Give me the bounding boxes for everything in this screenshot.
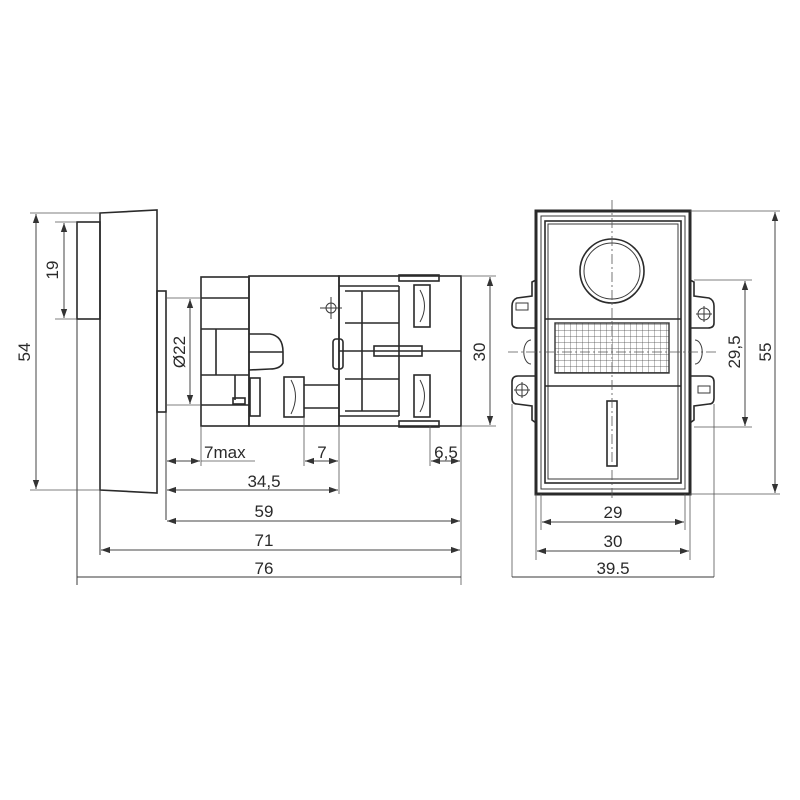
dim-label-overall-width: 39.5 (596, 559, 629, 578)
dim-label-mounting-pitch: 29,5 (725, 335, 744, 368)
dim-label-overall-depth: 76 (255, 559, 274, 578)
side-view: 54 19 Ø22 30 7max 7 6,5 34,5 59 71 76 (15, 209, 496, 585)
dim-label-overall-height: 55 (756, 343, 775, 362)
contact-housing (248, 275, 344, 427)
dim-label-contact-gap: 7 (317, 443, 326, 462)
dim-label-contact-block-height: 30 (470, 343, 489, 362)
dim-label-end-offset: 6,5 (434, 443, 458, 462)
dim-label-body-width: 30 (604, 532, 623, 551)
button-head (76, 209, 158, 585)
dim-label-button-height: 19 (43, 261, 62, 280)
contact-block (338, 274, 462, 428)
dim-label-front-depth: 34,5 (247, 472, 280, 491)
dim-label-total-height: 54 (15, 343, 34, 362)
dim-label-depth-without-head: 71 (255, 531, 274, 550)
dim-label-inner-width: 29 (604, 503, 623, 522)
dim-label-thread-diameter: Ø22 (170, 336, 189, 368)
mounting-ear-left (511, 279, 537, 424)
front-view: 55 29,5 29 30 39.5 (508, 200, 780, 578)
actuator-body (200, 276, 250, 427)
front-frame (534, 209, 692, 496)
dim-label-body-depth: 59 (255, 502, 274, 521)
mounting-ear-right (689, 279, 715, 424)
dim-label-bezel-max: 7max (204, 443, 246, 462)
mounting-collar (156, 290, 167, 413)
